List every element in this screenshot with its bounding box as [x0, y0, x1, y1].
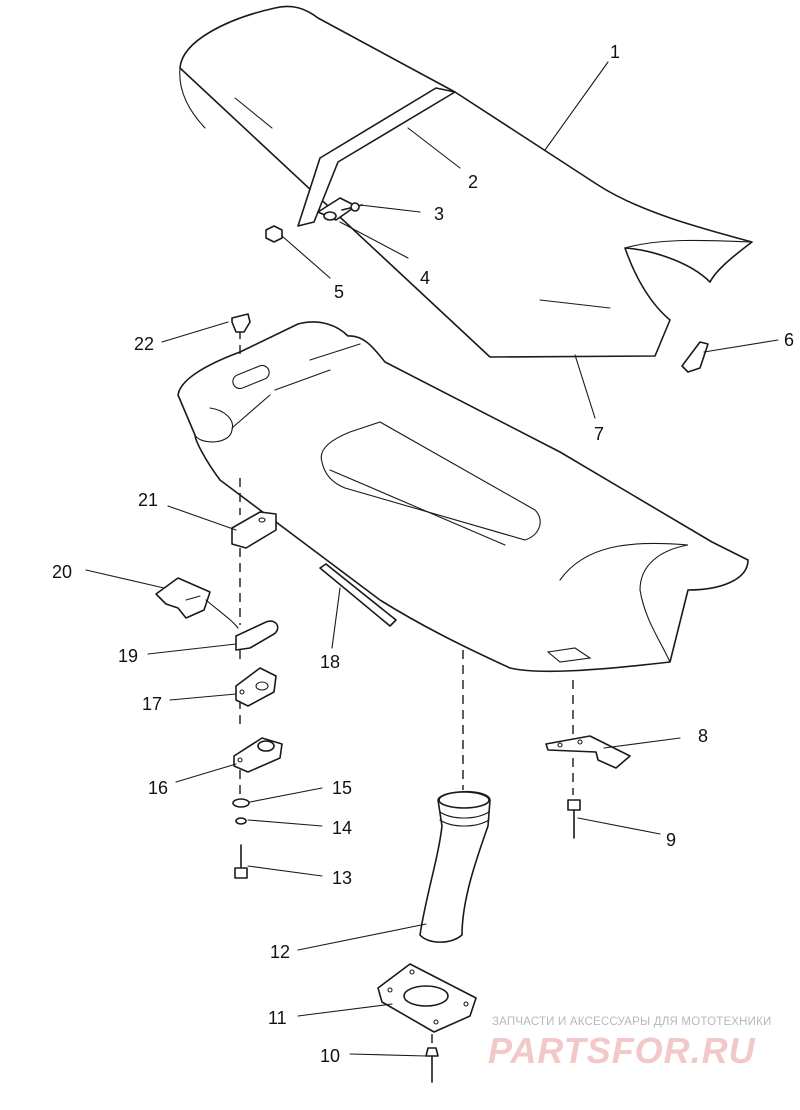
callout-3: 3	[434, 204, 444, 224]
trim-strip-part	[319, 563, 397, 627]
flange-screw-part	[425, 1034, 439, 1083]
callout-12: 12	[270, 942, 290, 962]
callout-16: 16	[148, 778, 168, 798]
air-duct-part	[419, 790, 491, 943]
watermark-subtitle: ЗАПЧАСТИ И АКСЕССУАРЫ ДЛЯ МОТОТЕХНИКИ	[492, 1016, 772, 1028]
callout-22: 22	[134, 334, 154, 354]
left-hardware-stack	[155, 313, 283, 879]
assembly-lines	[239, 330, 574, 795]
callout-5: 5	[334, 282, 344, 302]
callout-4: 4	[420, 268, 430, 288]
callout-21: 21	[138, 490, 158, 510]
callout-9: 9	[666, 830, 676, 850]
callout-14: 14	[332, 818, 352, 838]
callout-2: 2	[468, 172, 478, 192]
callout-15: 15	[332, 778, 352, 798]
callout-labels: 1 2 3 4 5 6 7 8 9 10 11 12 13 14 15 16 1…	[52, 42, 794, 1066]
bracket-screw-part	[567, 799, 581, 839]
screw-washer-nut-parts	[265, 197, 363, 243]
callout-19: 19	[118, 646, 138, 666]
callout-11: 11	[268, 1008, 287, 1028]
callout-1: 1	[610, 42, 620, 62]
callout-8: 8	[698, 726, 708, 746]
seat-cover-part	[179, 5, 753, 358]
callout-7: 7	[594, 424, 604, 444]
callout-6: 6	[784, 330, 794, 350]
callout-13: 13	[332, 868, 352, 888]
callout-17: 17	[142, 694, 162, 714]
callout-20: 20	[52, 562, 72, 582]
seat-strap-part	[297, 87, 456, 227]
callout-18: 18	[320, 652, 340, 672]
watermark-logo: PARTSFOR.RU	[488, 1030, 756, 1071]
mount-bracket-part	[545, 735, 631, 769]
seat-clip-part	[681, 341, 709, 373]
callout-10: 10	[320, 1046, 340, 1066]
seat-base-part	[177, 321, 749, 673]
flange-plate-part	[377, 963, 477, 1033]
leader-lines	[85, 61, 779, 1057]
